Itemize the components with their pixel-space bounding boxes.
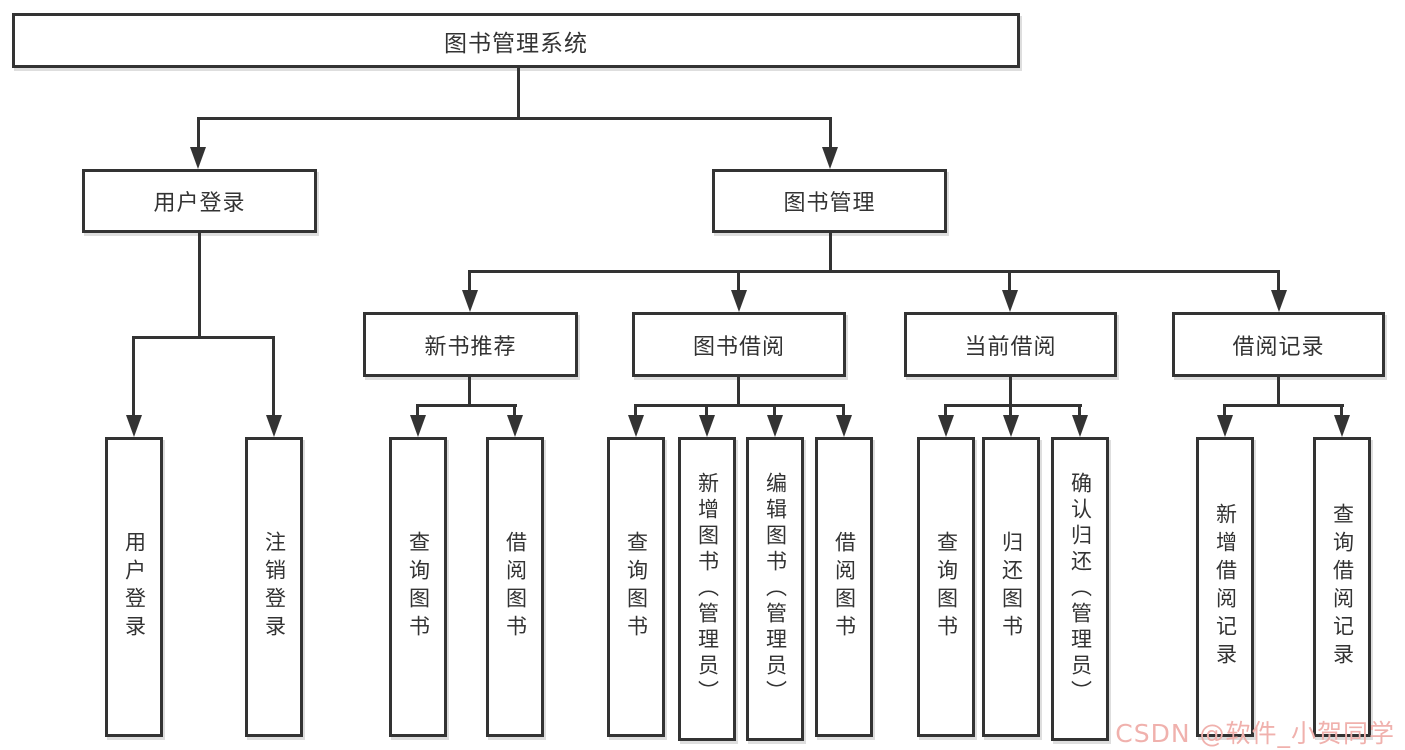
leaf-current-confirm-admin: 确认归还（管理员） bbox=[1051, 437, 1109, 741]
connector-line bbox=[705, 404, 708, 418]
connector-line bbox=[197, 117, 200, 150]
node-user-login: 用户登录 bbox=[82, 169, 317, 233]
node-label: 当前借阅 bbox=[964, 334, 1057, 360]
connector-line bbox=[1277, 377, 1280, 406]
leaf-label: 借阅图书 bbox=[832, 531, 857, 643]
connector-line bbox=[1009, 404, 1012, 418]
connector-line bbox=[416, 404, 419, 418]
arrow-down-icon bbox=[836, 415, 852, 437]
connector-line bbox=[197, 117, 831, 120]
leaf-record-query: 查询借阅记录 bbox=[1313, 437, 1371, 737]
connector-line bbox=[416, 404, 517, 407]
arrow-down-icon bbox=[1072, 415, 1088, 437]
leaf-label: 注销登录 bbox=[262, 531, 287, 643]
leaf-label: 确认归还（管理员） bbox=[1068, 472, 1093, 706]
leaf-label: 查询图书 bbox=[934, 531, 959, 643]
connector-line bbox=[944, 404, 947, 418]
connector-line bbox=[468, 270, 1280, 273]
connector-line bbox=[132, 336, 135, 418]
connector-line bbox=[773, 404, 776, 418]
connector-line bbox=[1223, 404, 1226, 418]
node-current-borrow: 当前借阅 bbox=[904, 312, 1117, 377]
connector-line bbox=[1277, 270, 1280, 292]
leaf-record-add: 新增借阅记录 bbox=[1196, 437, 1254, 737]
leaf-label: 归还图书 bbox=[999, 531, 1024, 643]
connector-line bbox=[1340, 404, 1343, 418]
node-borrow-record: 借阅记录 bbox=[1172, 312, 1385, 377]
connector-line bbox=[198, 233, 201, 338]
arrow-down-icon bbox=[1003, 415, 1019, 437]
connector-line bbox=[634, 404, 637, 418]
leaf-borrow-add-admin: 新增图书（管理员） bbox=[678, 437, 736, 741]
node-new-book-recommend: 新书推荐 bbox=[363, 312, 578, 377]
arrow-down-icon bbox=[699, 415, 715, 437]
leaf-label: 查询图书 bbox=[406, 531, 431, 643]
arrow-down-icon bbox=[822, 147, 838, 169]
arrow-down-icon bbox=[507, 415, 523, 437]
leaf-label: 用户登录 bbox=[122, 531, 147, 643]
leaf-borrow-query: 查询图书 bbox=[607, 437, 665, 737]
arrow-down-icon bbox=[1217, 415, 1233, 437]
arrow-down-icon bbox=[731, 290, 747, 312]
connector-line bbox=[468, 270, 471, 292]
leaf-label: 新增图书（管理员） bbox=[695, 472, 720, 706]
node-label: 用户登录 bbox=[153, 191, 246, 216]
arrow-down-icon bbox=[1334, 415, 1350, 437]
node-book-borrow: 图书借阅 bbox=[632, 312, 846, 377]
arrow-down-icon bbox=[628, 415, 644, 437]
node-label: 图书管理 bbox=[783, 191, 876, 216]
node-label: 图书管理系统 bbox=[444, 30, 588, 57]
connector-line bbox=[132, 336, 275, 339]
node-book-management: 图书管理 bbox=[712, 169, 947, 233]
arrow-down-icon bbox=[462, 290, 478, 312]
connector-line bbox=[737, 270, 740, 292]
node-label: 新书推荐 bbox=[424, 334, 517, 360]
arrow-down-icon bbox=[767, 415, 783, 437]
leaf-borrow-borrow: 借阅图书 bbox=[815, 437, 873, 737]
node-label: 借阅记录 bbox=[1232, 334, 1325, 360]
connector-line bbox=[829, 233, 832, 273]
leaf-user-login: 用户登录 bbox=[105, 437, 163, 737]
leaf-label: 编辑图书（管理员） bbox=[763, 472, 788, 706]
connector-line bbox=[737, 377, 740, 406]
connector-line bbox=[1009, 377, 1012, 406]
node-root: 图书管理系统 bbox=[12, 13, 1020, 68]
leaf-newbook-query: 查询图书 bbox=[389, 437, 447, 737]
leaf-current-return: 归还图书 bbox=[982, 437, 1040, 737]
arrow-down-icon bbox=[266, 415, 282, 437]
leaf-current-query: 查询图书 bbox=[917, 437, 975, 737]
csdn-watermark: CSDN @软件_小贺同学 bbox=[1115, 719, 1395, 748]
leaf-label: 借阅图书 bbox=[503, 531, 528, 643]
arrow-down-icon bbox=[190, 147, 206, 169]
leaf-logout: 注销登录 bbox=[245, 437, 303, 737]
connector-line bbox=[944, 404, 1082, 407]
arrow-down-icon bbox=[1002, 290, 1018, 312]
leaf-borrow-edit-admin: 编辑图书（管理员） bbox=[746, 437, 804, 741]
connector-line bbox=[468, 377, 471, 406]
arrow-down-icon bbox=[1271, 290, 1287, 312]
connector-line bbox=[513, 404, 516, 418]
leaf-label: 新增借阅记录 bbox=[1213, 503, 1238, 671]
arrow-down-icon bbox=[938, 415, 954, 437]
connector-line bbox=[517, 68, 520, 119]
connector-line bbox=[829, 117, 832, 150]
leaf-newbook-borrow: 借阅图书 bbox=[486, 437, 544, 737]
connector-line bbox=[272, 336, 275, 418]
connector-line bbox=[842, 404, 845, 418]
connector-line bbox=[634, 404, 845, 407]
connector-line bbox=[1008, 270, 1011, 292]
arrow-down-icon bbox=[126, 415, 142, 437]
connector-line bbox=[1223, 404, 1344, 407]
connector-line bbox=[1078, 404, 1081, 418]
node-label: 图书借阅 bbox=[692, 334, 785, 360]
arrow-down-icon bbox=[410, 415, 426, 437]
leaf-label: 查询图书 bbox=[624, 531, 649, 643]
leaf-label: 查询借阅记录 bbox=[1330, 503, 1355, 671]
